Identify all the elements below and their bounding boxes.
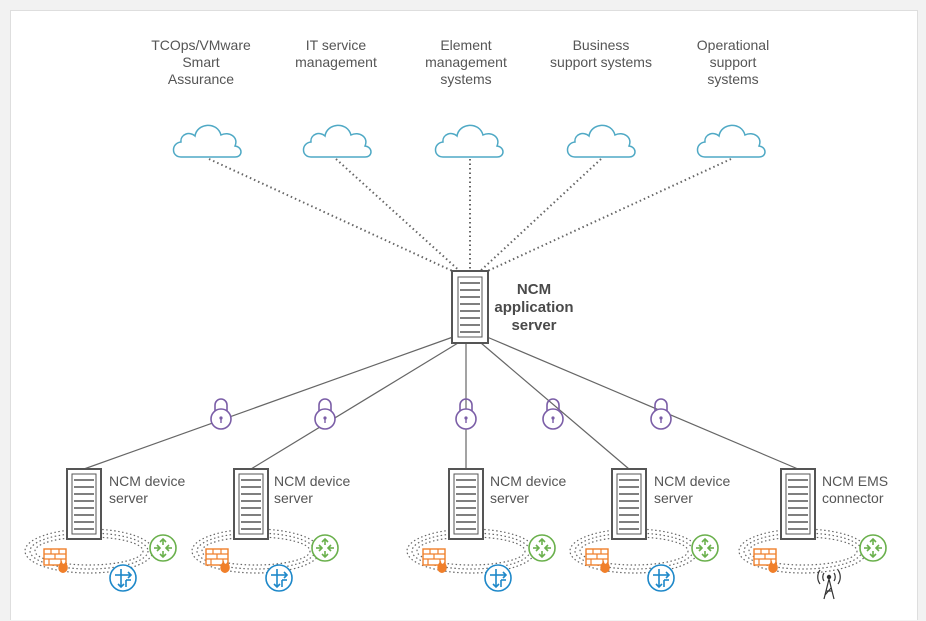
router-icon-4a xyxy=(691,534,719,562)
router-icon-1b xyxy=(109,564,137,592)
diagram-canvas: TCOps/VMware Smart Assurance IT service … xyxy=(10,10,918,620)
router-icon-2a xyxy=(311,534,339,562)
device-server-icon-1 xyxy=(66,468,102,540)
device-server-icon-2 xyxy=(233,468,269,540)
firewall-icon-2 xyxy=(205,548,231,574)
system-label-2: IT service management xyxy=(295,37,377,70)
link-device-4 xyxy=(480,342,630,470)
device-server-label-4: NCM device server xyxy=(654,473,731,506)
dotted-link-5 xyxy=(480,158,732,275)
cell-tower-icon xyxy=(817,569,841,600)
firewall-icon-4 xyxy=(585,548,611,574)
link-device-5 xyxy=(486,336,799,470)
link-device-1 xyxy=(83,336,454,470)
system-label-3: Element management systems xyxy=(425,37,507,87)
app-server-label: NCM application server xyxy=(494,281,574,334)
device-server-icon-4 xyxy=(611,468,647,540)
link-device-2 xyxy=(250,342,459,470)
dotted-link-4 xyxy=(476,158,602,275)
system-label-1: TCOps/VMware Smart Assurance xyxy=(151,37,251,87)
router-icon-5a xyxy=(859,534,887,562)
dotted-link-1 xyxy=(208,158,460,275)
ems-connector-label: NCM EMS connector xyxy=(822,473,889,506)
router-icon-2b xyxy=(265,564,293,592)
system-label-5: Operational support systems xyxy=(696,37,770,87)
system-label-4: Business support systems xyxy=(550,37,652,70)
firewall-icon-3 xyxy=(422,548,448,574)
device-server-label-3: NCM device server xyxy=(490,473,567,506)
router-icon-3a xyxy=(528,534,556,562)
device-server-label-2: NCM device server xyxy=(274,473,351,506)
router-icon-4b xyxy=(647,564,675,592)
router-icon-1a xyxy=(149,534,177,562)
device-clusters xyxy=(24,468,887,600)
diagram-lines xyxy=(83,158,799,470)
device-server-icon-3 xyxy=(448,468,484,540)
app-server-icon xyxy=(451,270,489,344)
dotted-link-2 xyxy=(335,158,464,275)
router-icon-3b xyxy=(484,564,512,592)
device-server-icon-5 xyxy=(780,468,816,540)
device-server-label-1: NCM device server xyxy=(109,473,186,506)
